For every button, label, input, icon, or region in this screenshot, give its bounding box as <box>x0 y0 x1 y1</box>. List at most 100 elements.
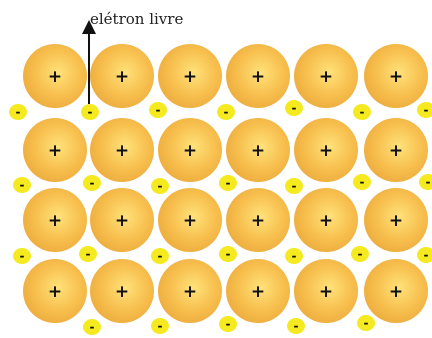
ion-charge-sign: + <box>319 211 333 231</box>
positive-ion: + <box>294 188 358 252</box>
positive-ion: + <box>294 44 358 108</box>
electron-charge-sign: - <box>292 101 297 115</box>
electron-charge-sign: - <box>16 105 21 119</box>
positive-ion: + <box>23 188 87 252</box>
positive-ion: + <box>90 44 154 108</box>
ion-charge-sign: + <box>183 141 197 161</box>
free-electron: - <box>9 104 27 120</box>
ion-charge-sign: + <box>48 282 62 302</box>
electron-charge-sign: - <box>158 319 163 333</box>
electron-charge-sign: - <box>88 105 93 119</box>
free-electron: - <box>81 104 99 120</box>
electron-charge-sign: - <box>158 179 163 193</box>
ion-charge-sign: + <box>389 282 403 302</box>
ion-charge-sign: + <box>183 67 197 87</box>
free-electron: - <box>417 247 432 263</box>
ion-charge-sign: + <box>319 282 333 302</box>
ion-charge-sign: + <box>183 282 197 302</box>
ion-charge-sign: + <box>251 211 265 231</box>
positive-ion: + <box>226 259 290 323</box>
free-electron: - <box>353 104 371 120</box>
electron-charge-sign: - <box>292 249 297 263</box>
free-electron: - <box>417 102 432 118</box>
free-electron: - <box>287 318 305 334</box>
ion-charge-sign: + <box>251 67 265 87</box>
free-electron: - <box>83 175 101 191</box>
electron-charge-sign: - <box>224 105 229 119</box>
electron-charge-sign: - <box>226 247 231 261</box>
free-electron: - <box>151 178 169 194</box>
free-electron: - <box>285 100 303 116</box>
ion-charge-sign: + <box>389 211 403 231</box>
positive-ion: + <box>90 118 154 182</box>
electron-charge-sign: - <box>292 179 297 193</box>
positive-ion: + <box>158 44 222 108</box>
electron-charge-sign: - <box>156 103 161 117</box>
positive-ion: + <box>364 44 428 108</box>
free-electron: - <box>13 248 31 264</box>
ion-charge-sign: + <box>183 211 197 231</box>
ion-charge-sign: + <box>115 67 129 87</box>
ion-charge-sign: + <box>48 67 62 87</box>
electron-charge-sign: - <box>20 178 25 192</box>
free-electron: - <box>151 318 169 334</box>
ion-charge-sign: + <box>115 141 129 161</box>
electron-charge-sign: - <box>226 176 231 190</box>
free-electron: - <box>79 246 97 262</box>
positive-ion: + <box>364 118 428 182</box>
positive-ion: + <box>294 259 358 323</box>
ion-charge-sign: + <box>115 282 129 302</box>
free-electron: - <box>351 246 369 262</box>
positive-ion: + <box>90 259 154 323</box>
free-electron-label: elétron livre <box>90 10 183 28</box>
free-electron: - <box>419 174 432 190</box>
positive-ion: + <box>23 259 87 323</box>
positive-ion: + <box>364 188 428 252</box>
positive-ion: + <box>158 188 222 252</box>
electron-charge-sign: - <box>424 248 429 262</box>
free-electron: - <box>219 316 237 332</box>
ion-charge-sign: + <box>115 211 129 231</box>
positive-ion: + <box>226 118 290 182</box>
positive-ion: + <box>294 118 358 182</box>
electron-charge-sign: - <box>358 247 363 261</box>
electron-charge-sign: - <box>226 317 231 331</box>
electron-charge-sign: - <box>90 320 95 334</box>
positive-ion: + <box>23 44 87 108</box>
free-electron: - <box>83 319 101 335</box>
free-electron: - <box>219 175 237 191</box>
ion-charge-sign: + <box>319 67 333 87</box>
free-electron: - <box>13 177 31 193</box>
ion-charge-sign: + <box>319 141 333 161</box>
electron-charge-sign: - <box>360 105 365 119</box>
free-electron: - <box>217 104 235 120</box>
positive-ion: + <box>23 118 87 182</box>
ion-charge-sign: + <box>48 211 62 231</box>
free-electron: - <box>353 174 371 190</box>
electron-charge-sign: - <box>20 249 25 263</box>
ion-charge-sign: + <box>251 282 265 302</box>
positive-ion: + <box>90 188 154 252</box>
ion-charge-sign: + <box>389 141 403 161</box>
free-electron: - <box>151 248 169 264</box>
electron-charge-sign: - <box>360 175 365 189</box>
electron-charge-sign: - <box>158 249 163 263</box>
electron-charge-sign: - <box>426 175 431 189</box>
free-electron: - <box>285 248 303 264</box>
ion-charge-sign: + <box>251 141 265 161</box>
electron-charge-sign: - <box>294 319 299 333</box>
free-electron: - <box>357 315 375 331</box>
free-electron: - <box>219 246 237 262</box>
electron-charge-sign: - <box>86 247 91 261</box>
electron-charge-sign: - <box>90 176 95 190</box>
electron-charge-sign: - <box>364 316 369 330</box>
free-electron: - <box>149 102 167 118</box>
free-electron: - <box>285 178 303 194</box>
positive-ion: + <box>364 259 428 323</box>
ion-charge-sign: + <box>48 141 62 161</box>
positive-ion: + <box>226 44 290 108</box>
ion-charge-sign: + <box>389 67 403 87</box>
positive-ion: + <box>226 188 290 252</box>
positive-ion: + <box>158 118 222 182</box>
